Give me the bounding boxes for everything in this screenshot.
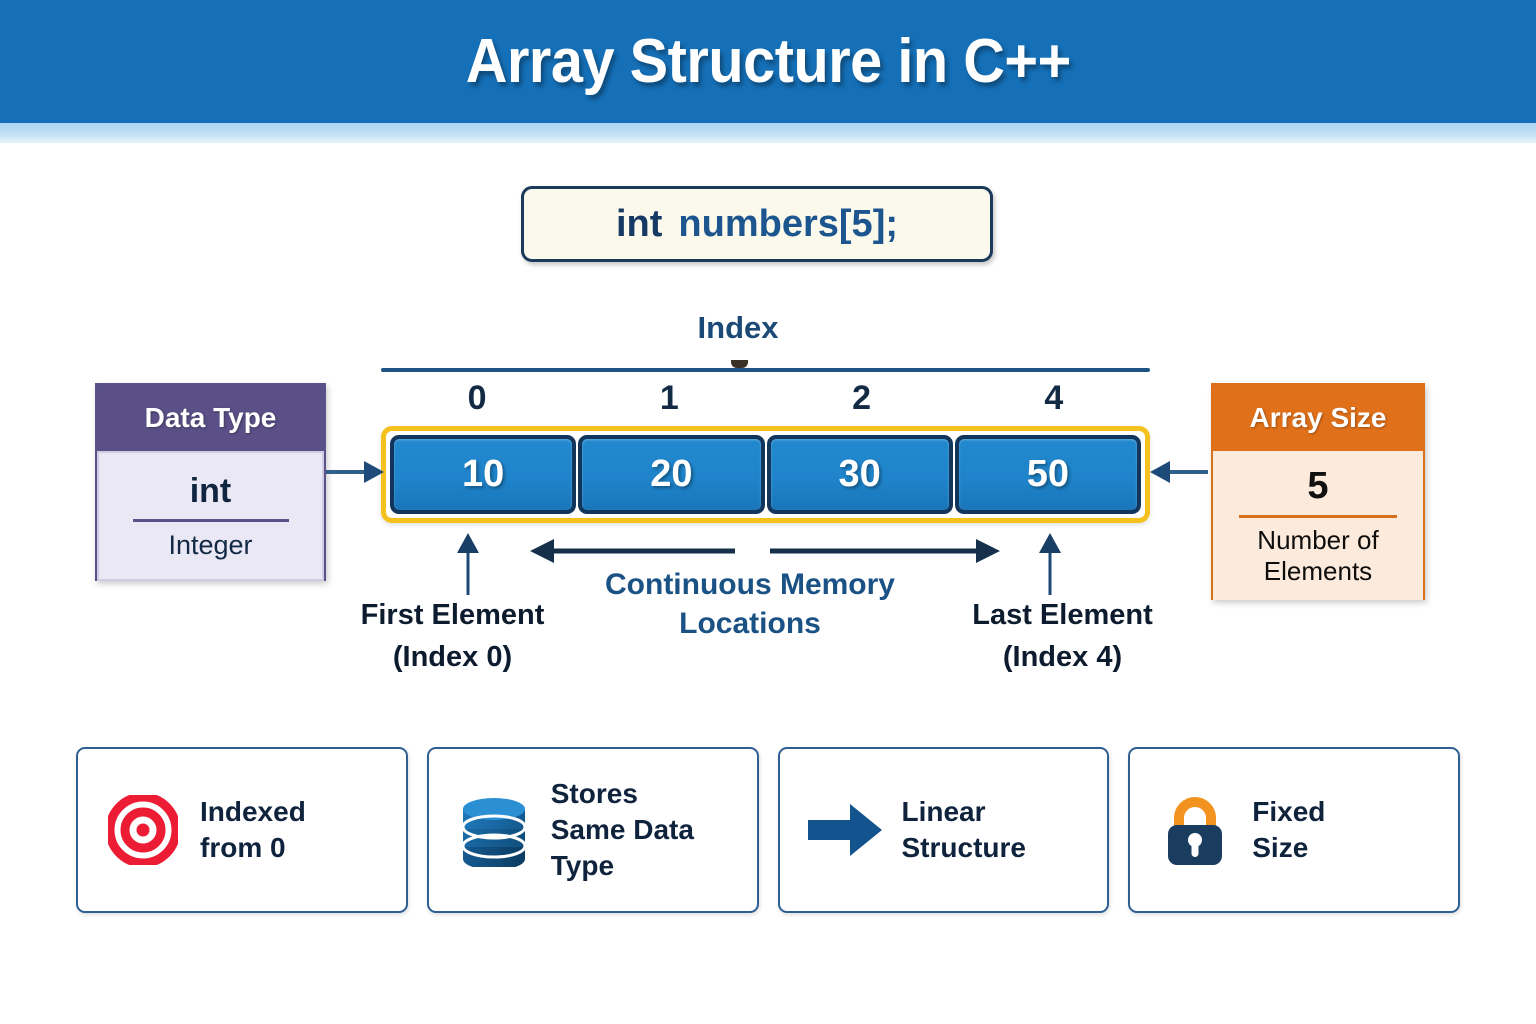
first-element-annotation: First Element (Index 0) [330, 594, 575, 678]
data-type-body: int Integer [97, 451, 324, 581]
card3-line1: Linear [901, 796, 986, 828]
array-cell[interactable]: 50 [954, 435, 1141, 514]
feature-card-fixed-size[interactable]: Fixed Size [1128, 747, 1460, 913]
array-size-connector-arrow-icon [1150, 461, 1208, 483]
target-icon [106, 793, 180, 867]
database-icon [457, 793, 531, 867]
data-type-header: Data Type [97, 385, 324, 451]
card4-line1: Fixed [1252, 796, 1326, 828]
data-type-panel: Data Type int Integer [95, 383, 326, 581]
first-element-line2: (Index 0) [392, 641, 513, 674]
feature-card-label: Stores Same Data Type [551, 776, 694, 883]
code-expression: numbers[5]; [678, 202, 898, 245]
last-element-line2: (Index 4) [1002, 641, 1123, 674]
data-type-connector-arrow-icon [326, 461, 384, 483]
index-number-row: 0 1 2 4 [381, 379, 1150, 425]
feature-card-label: Linear Structure [902, 794, 1026, 866]
array-size-subtitle-line2: Elements [1263, 555, 1373, 586]
feature-card-linear-structure[interactable]: Linear Structure [777, 747, 1110, 913]
index-number: 2 [852, 379, 872, 417]
first-element-line1: First Element [360, 599, 545, 631]
feature-card-row: Indexed from 0 [76, 747, 1460, 913]
array-cell[interactable]: 10 [390, 435, 577, 514]
lock-icon [1158, 793, 1232, 867]
array-size-body: 5 Number of Elements [1213, 451, 1423, 600]
array-cell[interactable]: 20 [578, 435, 765, 514]
index-number: 0 [467, 379, 487, 417]
feature-card-label: Fixed Size [1252, 794, 1325, 866]
code-keyword: int [615, 202, 663, 245]
data-type-value: int [189, 471, 232, 510]
array-size-header: Array Size [1213, 385, 1423, 451]
array-cell-value: 10 [461, 453, 505, 495]
continuous-memory-span-arrow-icon [530, 539, 1000, 563]
feature-card-label: Indexed from 0 [200, 794, 306, 866]
last-element-line1: Last Element [972, 599, 1153, 631]
card2-line3: Type [550, 849, 615, 881]
card2-line1: Stores [550, 778, 638, 810]
code-declaration-box: int numbers[5]; [521, 186, 993, 262]
first-element-pointer-arrow-icon [457, 533, 479, 595]
array-cell-value: 30 [838, 453, 881, 495]
array-size-subtitle: Number of Elements [1257, 525, 1378, 586]
feature-card-indexed-from-zero[interactable]: Indexed from 0 [76, 747, 408, 913]
data-type-subtitle: Integer [168, 529, 253, 560]
array-size-separator [1239, 514, 1397, 518]
memory-line1: Continuous Memory [605, 568, 895, 601]
last-element-annotation: Last Element (Index 4) [940, 594, 1185, 678]
array-size-subtitle-line1: Number of [1257, 524, 1379, 555]
index-rule-nub [731, 360, 748, 368]
index-number: 4 [1044, 379, 1064, 417]
feature-card-same-data-type[interactable]: Stores Same Data Type [426, 747, 759, 913]
array-cell[interactable]: 30 [766, 435, 953, 514]
header-accent-strip [0, 123, 1536, 143]
card2-line2: Same Data [550, 814, 694, 846]
continuous-memory-annotation: Continuous Memory Locations [560, 565, 940, 643]
array-cell-value: 50 [1026, 453, 1070, 495]
header-band: Array Structure in C++ [0, 0, 1536, 123]
array-size-value: 5 [1307, 464, 1329, 507]
data-type-separator [132, 518, 289, 522]
index-number: 1 [659, 379, 679, 417]
right-arrow-icon [807, 793, 882, 867]
card1-line1: Indexed [200, 796, 306, 828]
page-title: Array Structure in C++ [465, 27, 1071, 96]
index-label: Index [697, 310, 779, 345]
array-cell-value: 20 [650, 453, 693, 495]
card1-line2: from 0 [200, 832, 286, 863]
last-element-pointer-arrow-icon [1039, 533, 1061, 595]
card3-line2: Structure [901, 832, 1026, 863]
index-rule-line [381, 368, 1150, 372]
array-size-panel: Array Size 5 Number of Elements [1211, 383, 1425, 600]
memory-line2: Locations [679, 607, 821, 640]
card4-line2: Size [1252, 832, 1309, 863]
array-container: 10 20 30 50 [381, 426, 1150, 523]
